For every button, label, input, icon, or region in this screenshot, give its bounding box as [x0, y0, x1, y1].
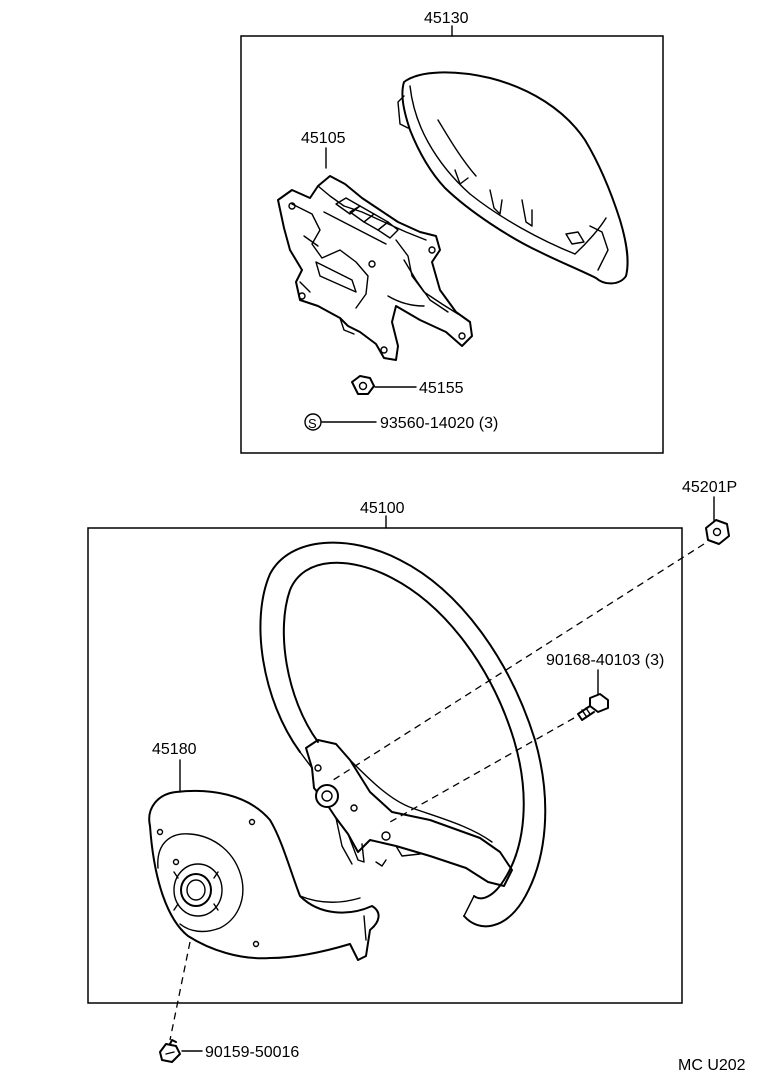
screw-symbol-icon: [304, 413, 322, 431]
pad-plate-label: 45105: [301, 130, 346, 147]
pad-nut-drawing: [351, 375, 375, 395]
figure-code: MC U202: [678, 1057, 746, 1074]
cover-screw-label: 90159-50016: [205, 1044, 299, 1061]
pad-screw-label: 93560-14020 (3): [380, 415, 498, 432]
wheel-bolt-label: 90168-40103 (3): [546, 652, 664, 669]
pad-assembly-label: 45130: [424, 10, 469, 27]
cover-screw-alignment-line: [169, 941, 191, 1041]
pad-nut-label: 45155: [419, 380, 464, 397]
pad-plate-drawing: [277, 175, 473, 361]
bolt-alignment-line: [389, 717, 575, 823]
cover-screw-drawing: [159, 1039, 181, 1063]
wheel-bolt-drawing: [577, 693, 609, 721]
wheel-nut-label: 45201P: [682, 479, 737, 496]
screw-symbol-letter: S: [308, 416, 317, 431]
cover-drawing: [148, 789, 380, 961]
steering-wheel-drawing: [259, 541, 547, 928]
cover-label: 45180: [152, 741, 197, 758]
nut-alignment-line: [329, 543, 705, 783]
wheel-nut-drawing: [705, 519, 730, 545]
wheel-assembly-label: 45100: [360, 500, 405, 517]
pad-cover-drawing: [397, 71, 629, 285]
wheel-assembly-frame: [87, 527, 683, 1004]
